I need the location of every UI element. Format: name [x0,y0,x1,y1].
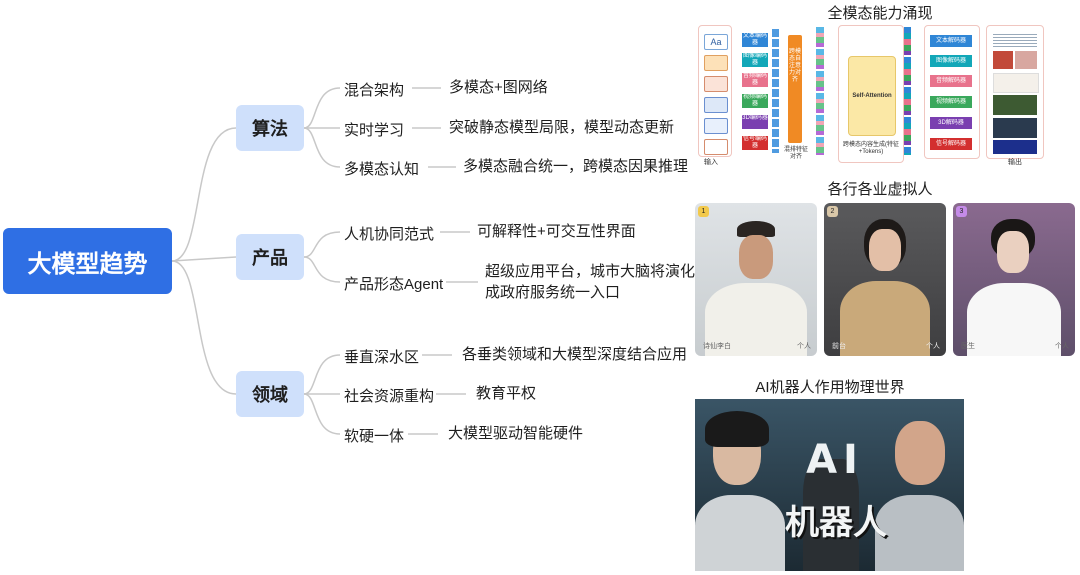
output-token-strip [904,27,911,155]
person-name: 前台 [832,343,846,350]
audio-output-thumbnail [993,73,1039,93]
leaf-description: 各垂类领域和大模型深度结合应用 [462,346,688,363]
leaf-description: 突破静态模型局限，模型动态更新 [449,119,675,136]
3d-encoder: 3D编码器 [742,115,768,129]
image-decoder: 图像解码器 [930,55,972,67]
branch-algorithm: 算法 [236,105,304,151]
figure-hair-left [705,411,769,447]
person-tag: 个人 [797,343,811,350]
text-input-icon: Aa [704,34,728,50]
robot-body-right [875,495,964,571]
image-output-thumbnail [1015,51,1037,69]
virtual-human-card: 2 前台 个人 [824,203,946,356]
leaf-description: 教育平权 [476,385,537,402]
input-column: Aa [698,25,732,157]
person-tag: 个人 [1055,343,1069,350]
3d-output-thumbnail [993,118,1037,138]
figure-body [967,283,1061,356]
mix-label: 混排特征对齐 [784,147,809,160]
robots-image: AI 机器人 [695,399,964,571]
video-decoder: 视频解码器 [930,96,972,108]
robots-panel-title: AI机器人作用物理世界 [755,379,905,396]
video-output-thumbnail [993,95,1037,115]
leaf-description: 可解释性+可交互性界面 [477,223,636,240]
leaf-social-resource-restructure: 社会资源重构 [344,388,435,405]
signal-encoder: 信号编码器 [742,136,768,150]
figure-face-right [895,421,945,485]
ai-overlay-text: AI [806,437,864,483]
branch-product: 产品 [236,234,304,280]
mixed-token-strip [816,27,824,155]
figure-face [997,231,1029,273]
cross-modal-align-block: 跨模态自注意力对齐 [788,35,802,143]
leaf-vertical-deep-water: 垂直深水区 [344,349,420,366]
multimodal-panel-title: 全模态能力涌现 [827,5,933,22]
signal-input-icon [704,139,728,155]
signal-output-thumbnail [993,140,1037,154]
figure-hat [737,221,775,237]
robot-overlay-text: 机器人 [785,504,887,542]
virtual-human-card: 1 诗仙李白 个人 [695,203,817,356]
leaf-description-line2: 成政府服务统一入口 [485,284,621,301]
virtual-humans-panel-title: 各行各业虚拟人 [827,181,933,198]
virtual-human-card: 3 医生 个人 [953,203,1075,356]
leaf-description: 大模型驱动智能硬件 [448,425,584,442]
decoder-column [924,25,980,159]
self-attention-block: Self-Attention [848,56,896,136]
image-encoder: 图像编码器 [742,53,768,67]
person-tag: 个人 [926,343,940,350]
video-input-icon [704,97,728,113]
robot-body-left [695,495,785,571]
branch-label: 领域 [252,385,288,405]
text-output-thumbnail [993,32,1037,48]
leaf-multimodal-cognition: 多模态认知 [344,161,420,178]
branch-domain: 领域 [236,371,304,417]
person-name: 医生 [961,343,975,350]
figure-body [705,283,807,356]
image-input-icon [704,55,728,71]
figure-face [739,235,773,279]
figure-face [869,229,901,271]
leaf-hybrid-architecture: 混合架构 [344,82,405,99]
generate-label: 跨模态内容生成(特征+Tokens) [843,142,899,155]
leaf-product-agent: 产品形态Agent [344,276,444,293]
root-label: 大模型趋势 [27,250,148,278]
robot-center [803,459,859,571]
leaf-hardware-software-integration: 软硬一体 [344,428,405,445]
root-node: 大模型趋势 [3,228,172,294]
audio-decoder: 音频解码器 [930,75,972,87]
leaf-human-machine-paradigm: 人机协同范式 [344,226,435,243]
leaf-description: 多模态+图网络 [449,79,548,96]
multimodal-diagram: Aa 输入 文本编码器 图像编码器 音频编码器 视频编码器 3D编码器 信号编码… [696,23,1046,168]
rank-badge: 3 [956,206,967,217]
video-encoder: 视频编码器 [742,94,768,108]
attention-box: Self-Attention 跨模态内容生成(特征+Tokens) [838,25,904,163]
leaf-description: 多模态融合统一，跨模态因果推理 [463,158,689,175]
text-encoder: 文本编码器 [742,33,768,47]
align-label: 跨模态自注意力对齐 [789,49,802,83]
token-strip [772,29,779,153]
input-label: 输入 [704,159,718,166]
image-output-thumbnail [993,51,1013,69]
audio-encoder: 音频编码器 [742,73,768,87]
audio-input-icon [704,76,728,92]
branch-label: 算法 [252,119,288,139]
leaf-description: 超级应用平台，城市大脑将演化 [485,263,696,280]
rank-badge: 2 [827,206,838,217]
signal-decoder: 信号解码器 [930,138,972,150]
rank-badge: 1 [698,206,709,217]
3d-input-icon [704,118,728,134]
output-label: 输出 [1008,159,1022,166]
figure-body [840,281,930,356]
leaf-realtime-learning: 实时学习 [344,122,405,139]
text-decoder: 文本解码器 [930,35,972,47]
3d-decoder: 3D解码器 [930,117,972,129]
person-name: 诗仙李白 [703,343,731,350]
branch-label: 产品 [252,248,288,268]
output-column [986,25,1044,159]
